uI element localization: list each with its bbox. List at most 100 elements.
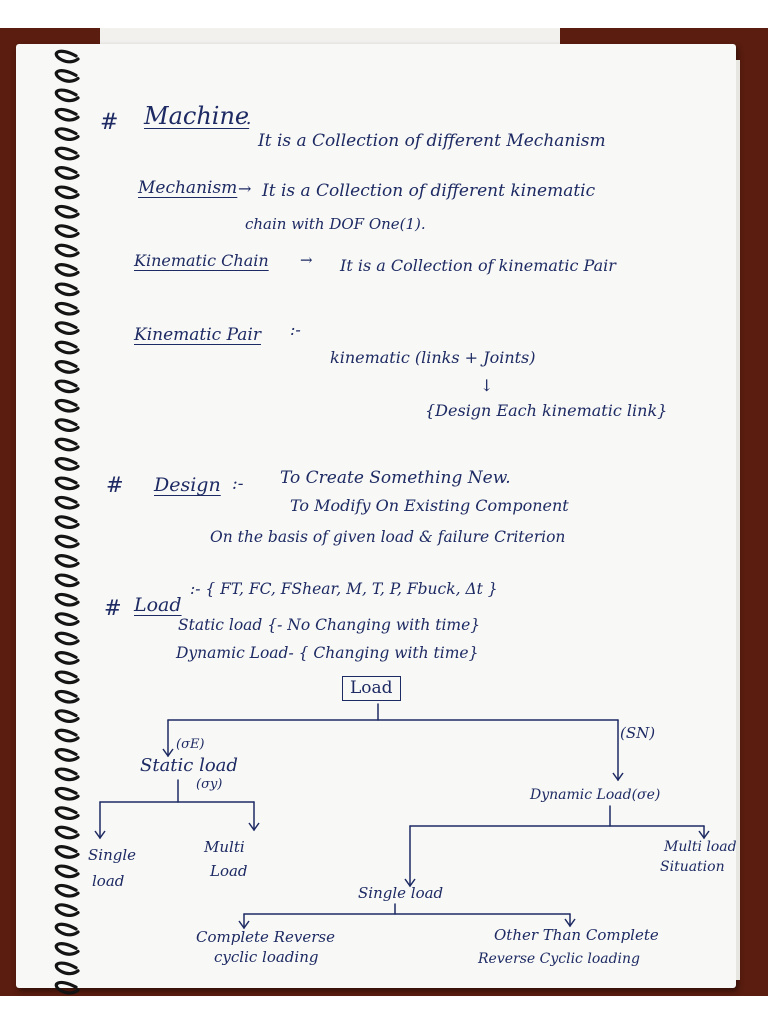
spiral-ring	[54, 922, 80, 937]
load-title: Load	[134, 594, 182, 616]
spiral-ring	[54, 204, 80, 219]
spiral-ring	[54, 185, 80, 200]
spiral-ring	[54, 69, 80, 83]
spiral-ring	[54, 166, 80, 180]
tree-other-than-2: Reverse Cyclic loading	[478, 951, 641, 967]
spiral-ring	[54, 360, 80, 374]
machine-definition: It is a Collection of different Mechanis…	[258, 131, 606, 151]
tree-static-load: Static load	[140, 755, 238, 776]
spiral-ring	[54, 748, 80, 762]
spiral-ring	[54, 534, 80, 549]
spiral-ring	[54, 379, 80, 394]
design-suffix: :-	[232, 474, 244, 494]
spiral-ring	[54, 515, 80, 529]
load-suffix: :- { FT, FC, FShear, M, T, P, Fbuck, Δt …	[190, 580, 498, 598]
kinematic-pair-title: Kinematic Pair	[134, 325, 261, 345]
load-static: Static load {- No Changing with time}	[178, 616, 481, 634]
tree-multi-2: Load	[210, 862, 248, 880]
spiral-ring	[54, 146, 80, 161]
spiral-ring	[54, 49, 80, 64]
tree-multi-situation-arrow	[698, 830, 710, 840]
tree-single-2: load	[92, 872, 125, 890]
spiral-ring	[54, 767, 80, 782]
spiral-ring	[54, 243, 80, 258]
spiral-ring	[54, 282, 80, 297]
load-dynamic: Dynamic Load- { Changing with time}	[176, 644, 479, 662]
spiral-ring	[54, 340, 80, 355]
design-basis: On the basis of given load & failure Cri…	[210, 528, 566, 546]
tree-root-load: Load	[342, 676, 401, 701]
tree-multi-situation: Multi load	[664, 839, 737, 855]
mechanism-title: Mechanism	[138, 178, 238, 198]
mechanism-definition-line1: It is a Collection of different kinemati…	[262, 181, 596, 201]
spiral-ring	[54, 651, 80, 665]
tree-other-than: Other Than Complete	[494, 926, 659, 944]
spiral-ring	[54, 631, 80, 646]
kinematic-chain-definition: It is a Collection of kinematic Pair	[340, 256, 616, 275]
spiral-ring	[54, 612, 80, 626]
spiral-ring	[54, 845, 80, 859]
spiral-ring	[54, 709, 80, 723]
spiral-ring	[54, 942, 80, 956]
tree-multi-arrow	[248, 822, 260, 832]
spiral-ring	[54, 127, 80, 141]
background-top	[0, 0, 768, 28]
spiral-ring	[54, 670, 80, 685]
tree-other-arrow	[564, 918, 576, 928]
tree-complete-reverse: Complete Reverse	[196, 928, 335, 946]
kinematic-chain-arrow: →	[300, 251, 313, 269]
spiral-ring	[54, 786, 80, 801]
design-title: Design	[154, 474, 221, 496]
spiral-ring	[54, 961, 80, 976]
tree-dynamic-arrow	[612, 772, 624, 782]
spiral-ring	[54, 806, 80, 820]
spiral-ring	[54, 689, 80, 704]
spiral-ring	[54, 263, 80, 277]
spiral-ring	[54, 903, 80, 917]
tree-complete-arrow	[238, 920, 250, 930]
spiral-ring	[54, 980, 80, 995]
spiral-ring	[54, 573, 80, 588]
machine-title-suffix: ·.	[240, 108, 252, 129]
tree-static-sigma-e: (σE)	[176, 737, 205, 752]
spiral-ring	[54, 418, 80, 432]
spiral-ring	[54, 864, 80, 879]
machine-hash: #	[100, 110, 119, 135]
load-hash: #	[104, 596, 122, 620]
spiral-ring	[54, 321, 80, 335]
notebook-page	[16, 44, 736, 988]
spiral-ring	[54, 728, 80, 743]
tree-single-load: Single load	[358, 884, 444, 902]
tree-single: Single	[88, 846, 137, 864]
tree-dynamic-load: Dynamic Load(σe)	[530, 787, 661, 803]
spiral-ring	[54, 592, 80, 607]
spiral-ring	[54, 88, 80, 103]
spiral-ring	[54, 224, 80, 238]
mechanism-arrow: →	[238, 179, 252, 198]
tree-multi: Multi	[204, 838, 245, 856]
kinematic-pair-suffix: :-	[290, 320, 301, 339]
kinematic-pair-down-arrow: ↓	[480, 376, 494, 395]
spiral-binding	[54, 49, 80, 995]
page-edge	[736, 60, 740, 980]
spiral-ring	[54, 398, 80, 413]
underlying-page	[100, 28, 560, 46]
spiral-ring	[54, 457, 80, 471]
spiral-ring	[54, 476, 80, 491]
spiral-ring	[54, 437, 80, 452]
kinematic-pair-line1: kinematic (links + Joints)	[330, 348, 536, 367]
tree-complete-reverse-2: cyclic loading	[214, 948, 319, 966]
spiral-ring	[54, 883, 80, 898]
kinematic-chain-title: Kinematic Chain	[134, 251, 269, 270]
tree-sn: (SN)	[620, 724, 656, 742]
tree-multi-situation-2: Situation	[660, 859, 725, 875]
spiral-ring	[54, 301, 80, 316]
spiral-ring	[54, 825, 80, 840]
tree-static-arrow	[162, 748, 174, 758]
design-item2: To Modify On Existing Component	[290, 496, 569, 515]
tree-single-arrow	[94, 830, 106, 840]
machine-title: Machine	[144, 102, 250, 130]
design-hash: #	[106, 473, 124, 497]
design-item1: To Create Something New.	[280, 468, 511, 488]
